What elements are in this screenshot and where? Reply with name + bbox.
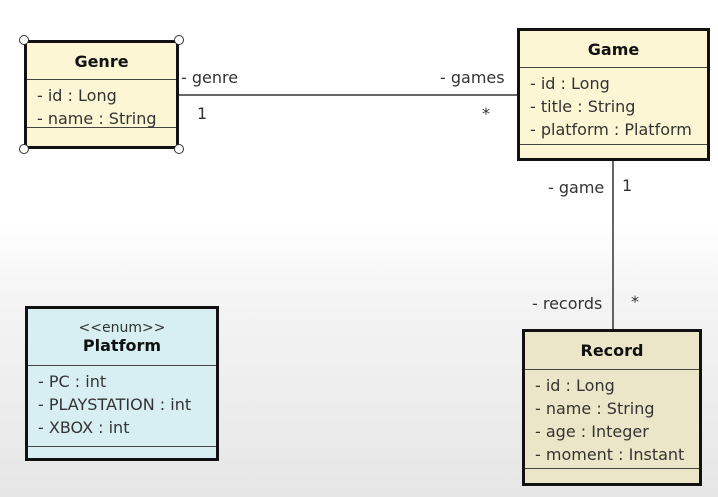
genre-attr-id: - id : Long bbox=[37, 86, 117, 105]
record-attr-age: - age : Integer bbox=[535, 422, 649, 441]
resize-handle-bottom-right[interactable] bbox=[174, 144, 184, 154]
game-class-name: Game bbox=[587, 39, 640, 59]
game-class[interactable]: Game - id : Long - title : String - plat… bbox=[517, 28, 710, 161]
games-multiplicity: * bbox=[482, 104, 490, 123]
resize-handle-top-left[interactable] bbox=[19, 35, 29, 45]
genre-class[interactable]: Genre - id : Long - name : String bbox=[24, 40, 179, 149]
game-attr-id: - id : Long bbox=[530, 74, 610, 93]
game-attr-title: - title : String bbox=[530, 97, 636, 116]
platform-literal-xbox: - XBOX : int bbox=[38, 418, 130, 437]
genre-attr-name: - name : String bbox=[37, 109, 157, 128]
genre-multiplicity: 1 bbox=[197, 104, 208, 123]
record-class-name: Record bbox=[580, 341, 644, 360]
record-attr-moment: - moment : Instant bbox=[535, 445, 685, 464]
genre-attributes: - id : Long - name : String bbox=[27, 80, 176, 128]
game-class-header: Game bbox=[520, 31, 707, 68]
record-attr-name: - name : String bbox=[535, 399, 655, 418]
platform-stereotype: <<enum>> bbox=[78, 319, 166, 336]
record-class[interactable]: Record - id : Long - name : String - age… bbox=[522, 329, 702, 486]
game-attr-platform: - platform : Platform bbox=[530, 120, 692, 139]
resize-handle-top-right[interactable] bbox=[174, 35, 184, 45]
record-attr-id: - id : Long bbox=[535, 376, 615, 395]
genre-role-label: - genre bbox=[181, 68, 239, 87]
game-attributes: - id : Long - title : String - platform … bbox=[520, 68, 707, 145]
records-multiplicity: * bbox=[631, 292, 639, 311]
record-class-header: Record bbox=[525, 332, 699, 370]
platform-enum-header: <<enum>> Platform bbox=[28, 309, 216, 366]
record-attributes: - id : Long - name : String - age : Inte… bbox=[525, 370, 699, 469]
genre-class-header: Genre bbox=[27, 43, 176, 80]
resize-handle-bottom-left[interactable] bbox=[19, 144, 29, 154]
platform-enum[interactable]: <<enum>> Platform - PC : int - PLAYSTATI… bbox=[25, 306, 219, 461]
game-multiplicity: 1 bbox=[622, 176, 633, 195]
records-role-label: - records bbox=[532, 294, 603, 313]
platform-literal-playstation: - PLAYSTATION : int bbox=[38, 395, 192, 414]
platform-enum-name: Platform bbox=[82, 335, 162, 355]
platform-literal-pc: - PC : int bbox=[38, 372, 107, 391]
genre-class-name: Genre bbox=[74, 51, 129, 71]
platform-literals: - PC : int - PLAYSTATION : int - XBOX : … bbox=[28, 366, 216, 447]
games-role-label: - games bbox=[440, 68, 505, 87]
game-role-label: - game bbox=[548, 178, 605, 197]
